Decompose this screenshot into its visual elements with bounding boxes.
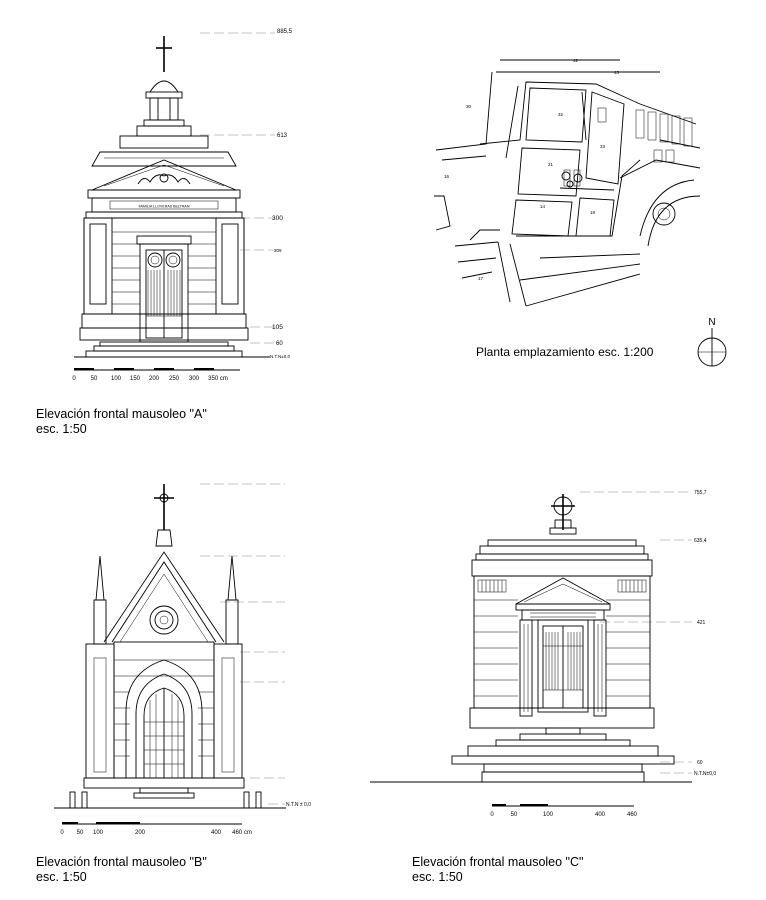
lot-number: 43	[614, 70, 620, 75]
level-b-ground: N.T.N ± 0,0	[286, 802, 311, 808]
caption-elevation-b: Elevación frontal mausoleo "B" esc. 1:50	[36, 855, 207, 885]
elevation-b-drawing: N.T.N ± 0,0 0 50 100 200 400 460 cm	[54, 483, 311, 836]
level-c-ground: N.T.N±0,0	[694, 771, 716, 777]
scale-b-label: 460 cm	[232, 830, 252, 836]
level-a-613: 613	[277, 133, 288, 139]
lot-number: 19	[590, 210, 596, 215]
scale-b-label: 50	[77, 830, 84, 836]
scale-b-label: 200	[135, 830, 146, 836]
caption-elevation-a: Elevación frontal mausoleo "A" esc. 1:50	[36, 407, 207, 437]
caption-a-title: Elevación frontal mausoleo "A"	[36, 407, 207, 421]
scale-a-label: 300	[189, 376, 200, 382]
scale-a-label: 100	[111, 376, 122, 382]
scale-b-label: 400	[211, 830, 222, 836]
lot-number: 33	[600, 144, 606, 149]
lot-number: 21	[548, 162, 554, 167]
north-label: N	[708, 317, 715, 328]
level-a-ground: N.T.N±0,0	[270, 354, 290, 359]
caption-b-title: Elevación frontal mausoleo "B"	[36, 855, 207, 869]
caption-b-scale: esc. 1:50	[36, 870, 87, 884]
scale-a-label: 350 cm	[208, 376, 228, 382]
level-c-60: 60	[697, 760, 703, 766]
elevation-a-drawing: 885,5 613 300 309 105 60 N.T.N±0,0 FAMIL…	[72, 29, 292, 382]
caption-elevation-c: Elevación frontal mausoleo "C" esc. 1:50	[412, 855, 583, 885]
elevation-c-drawing: 755,7 635,4 421 60 N.T.N±0,0	[370, 490, 716, 818]
site-plan-drawing: 42 43 30 32 33 21 16 14 19 17 Planta emp…	[434, 58, 727, 367]
scale-c-label: 50	[511, 812, 518, 818]
scale-a-label: 250	[169, 376, 180, 382]
scale-a-label: 200	[149, 376, 160, 382]
scale-bar-c: 0 50 100 400 460	[490, 804, 638, 818]
lot-number: 32	[558, 112, 564, 117]
level-a-885: 885,5	[277, 29, 293, 35]
level-c-635: 635,4	[694, 538, 707, 544]
lot-number: 42	[573, 58, 579, 63]
caption-c-scale: esc. 1:50	[412, 870, 463, 884]
inscription-a: FAMILIA LLOVERAS BELTRAN	[139, 205, 190, 209]
level-a-105: 105	[272, 324, 283, 331]
scale-c-label: 460	[627, 812, 638, 818]
level-a-300: 300	[272, 215, 283, 222]
site-plan-markers	[561, 171, 583, 188]
scale-bar-a: 0 50 100 150 200 250 300 350 cm	[72, 368, 240, 382]
level-a-60: 60	[276, 341, 283, 347]
scale-c-label: 0	[490, 812, 494, 818]
site-plan-caption: Planta emplazamiento esc. 1:200	[476, 345, 654, 359]
caption-c-title: Elevación frontal mausoleo "C"	[412, 855, 584, 869]
lot-number: 14	[540, 204, 546, 209]
scale-a-label: 0	[72, 376, 76, 382]
scale-a-label: 150	[130, 376, 141, 382]
level-c-755: 755,7	[694, 490, 707, 496]
level-c-421: 421	[697, 620, 706, 626]
scale-a-label: 50	[91, 376, 98, 382]
scale-b-label: 100	[93, 830, 104, 836]
level-a-309: 309	[274, 248, 282, 253]
caption-a-scale: esc. 1:50	[36, 422, 87, 436]
scale-c-label: 100	[543, 812, 554, 818]
scale-b-label: 0	[60, 830, 64, 836]
lot-number: 30	[466, 104, 472, 109]
scale-c-label: 400	[595, 812, 606, 818]
lot-number: 17	[478, 276, 484, 281]
lot-number: 16	[444, 174, 450, 179]
north-arrow-icon: N	[697, 317, 727, 367]
scale-bar-b: 0 50 100 200 400 460 cm	[60, 822, 252, 836]
